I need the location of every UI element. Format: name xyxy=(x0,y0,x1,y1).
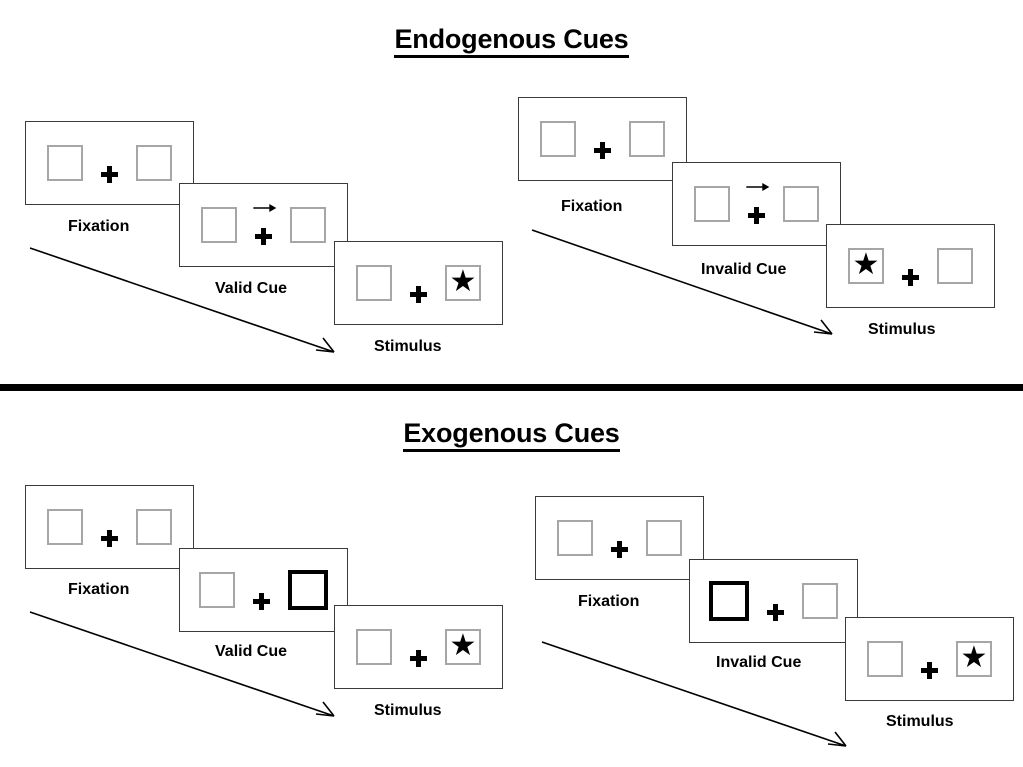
panel-inner xyxy=(694,183,819,224)
section-title-endogenous-text: Endogenous Cues xyxy=(394,24,629,58)
caption-exogenous-valid-cue: Valid Cue xyxy=(215,643,288,660)
right-box xyxy=(136,509,172,545)
fixation-cross-icon xyxy=(921,662,938,679)
right-box xyxy=(290,207,326,243)
center-column xyxy=(101,507,118,547)
panel-exogenous-invalid-stimulus[interactable]: ★ xyxy=(845,617,1014,701)
left-box xyxy=(694,186,730,222)
right-box xyxy=(629,121,665,157)
panel-endogenous-invalid-fixation[interactable] xyxy=(518,97,687,181)
left-box xyxy=(199,572,235,608)
left-box xyxy=(867,641,903,677)
fixation-cross-icon xyxy=(748,207,765,224)
caption-exogenous-valid-fixation: Fixation xyxy=(68,581,130,598)
section-divider xyxy=(0,384,1023,391)
right-box: ★ xyxy=(445,265,481,301)
panel-exogenous-valid-cue[interactable] xyxy=(179,548,348,632)
section-title-endogenous: Endogenous Cues xyxy=(0,24,1023,58)
left-box xyxy=(47,509,83,545)
right-box: ★ xyxy=(956,641,992,677)
panel-inner xyxy=(709,581,838,621)
caption-endogenous-invalid-cue: Invalid Cue xyxy=(701,261,787,278)
center-column xyxy=(101,143,118,183)
center-column xyxy=(252,204,276,245)
caption-exogenous-valid-stimulus: Stimulus xyxy=(374,702,442,719)
right-box xyxy=(646,520,682,556)
right-box xyxy=(783,186,819,222)
left-box: ★ xyxy=(848,248,884,284)
caption-endogenous-valid-fixation: Fixation xyxy=(68,218,130,235)
arrow-right-cue-icon xyxy=(745,182,771,191)
panel-endogenous-invalid-cue[interactable] xyxy=(672,162,841,246)
panel-endogenous-valid-cue[interactable] xyxy=(179,183,348,267)
caption-endogenous-valid-cue: Valid Cue xyxy=(215,280,288,297)
caption-exogenous-invalid-stimulus: Stimulus xyxy=(886,713,954,730)
right-box-cued xyxy=(288,570,328,610)
panel-exogenous-invalid-fixation[interactable] xyxy=(535,496,704,580)
center-column xyxy=(410,627,427,667)
star-icon: ★ xyxy=(449,629,477,662)
caption-exogenous-invalid-cue: Invalid Cue xyxy=(716,654,802,671)
star-icon: ★ xyxy=(449,265,477,298)
fixation-cross-icon xyxy=(101,530,118,547)
left-box-cued xyxy=(709,581,749,621)
left-box xyxy=(47,145,83,181)
panel-inner xyxy=(540,119,665,159)
section-title-exogenous: Exogenous Cues xyxy=(0,418,1023,452)
fixation-cross-icon xyxy=(410,650,427,667)
star-icon: ★ xyxy=(960,641,988,674)
fixation-cross-icon xyxy=(594,142,611,159)
fixation-cross-icon xyxy=(767,604,784,621)
fixation-cross-icon xyxy=(255,228,272,245)
panel-endogenous-invalid-stimulus[interactable]: ★ xyxy=(826,224,995,308)
arrow-right-cue-icon xyxy=(252,203,278,212)
panel-inner: ★ xyxy=(356,263,481,303)
left-box xyxy=(201,207,237,243)
center-column xyxy=(253,570,270,610)
fixation-cross-icon xyxy=(410,286,427,303)
right-box xyxy=(802,583,838,619)
panel-exogenous-invalid-cue[interactable] xyxy=(689,559,858,643)
panel-inner: ★ xyxy=(848,246,973,286)
panel-inner xyxy=(199,570,328,610)
caption-exogenous-invalid-fixation: Fixation xyxy=(578,593,640,610)
left-box xyxy=(356,265,392,301)
panel-inner xyxy=(557,518,682,558)
panel-endogenous-valid-stimulus[interactable]: ★ xyxy=(334,241,503,325)
center-column xyxy=(745,183,769,224)
fixation-cross-icon xyxy=(253,593,270,610)
panel-inner xyxy=(47,143,172,183)
panel-endogenous-valid-fixation[interactable] xyxy=(25,121,194,205)
panel-inner: ★ xyxy=(356,627,481,667)
fixation-cross-icon xyxy=(902,269,919,286)
center-column xyxy=(767,581,784,621)
center-column xyxy=(594,119,611,159)
left-box xyxy=(557,520,593,556)
caption-endogenous-invalid-stimulus: Stimulus xyxy=(868,321,936,338)
section-title-exogenous-text: Exogenous Cues xyxy=(403,418,620,452)
left-box xyxy=(540,121,576,157)
panel-inner xyxy=(201,204,326,245)
fixation-cross-icon xyxy=(611,541,628,558)
right-box: ★ xyxy=(445,629,481,665)
star-icon: ★ xyxy=(852,248,880,281)
panel-exogenous-valid-fixation[interactable] xyxy=(25,485,194,569)
left-box xyxy=(356,629,392,665)
panel-inner: ★ xyxy=(867,639,992,679)
panel-inner xyxy=(47,507,172,547)
caption-endogenous-valid-stimulus: Stimulus xyxy=(374,338,442,355)
fixation-cross-icon xyxy=(101,166,118,183)
caption-endogenous-invalid-fixation: Fixation xyxy=(561,198,623,215)
flow-arrow-exogenous-invalid xyxy=(540,640,860,755)
center-column xyxy=(611,518,628,558)
center-column xyxy=(410,263,427,303)
right-box xyxy=(937,248,973,284)
center-column xyxy=(902,246,919,286)
right-box xyxy=(136,145,172,181)
panel-exogenous-valid-stimulus[interactable]: ★ xyxy=(334,605,503,689)
center-column xyxy=(921,639,938,679)
